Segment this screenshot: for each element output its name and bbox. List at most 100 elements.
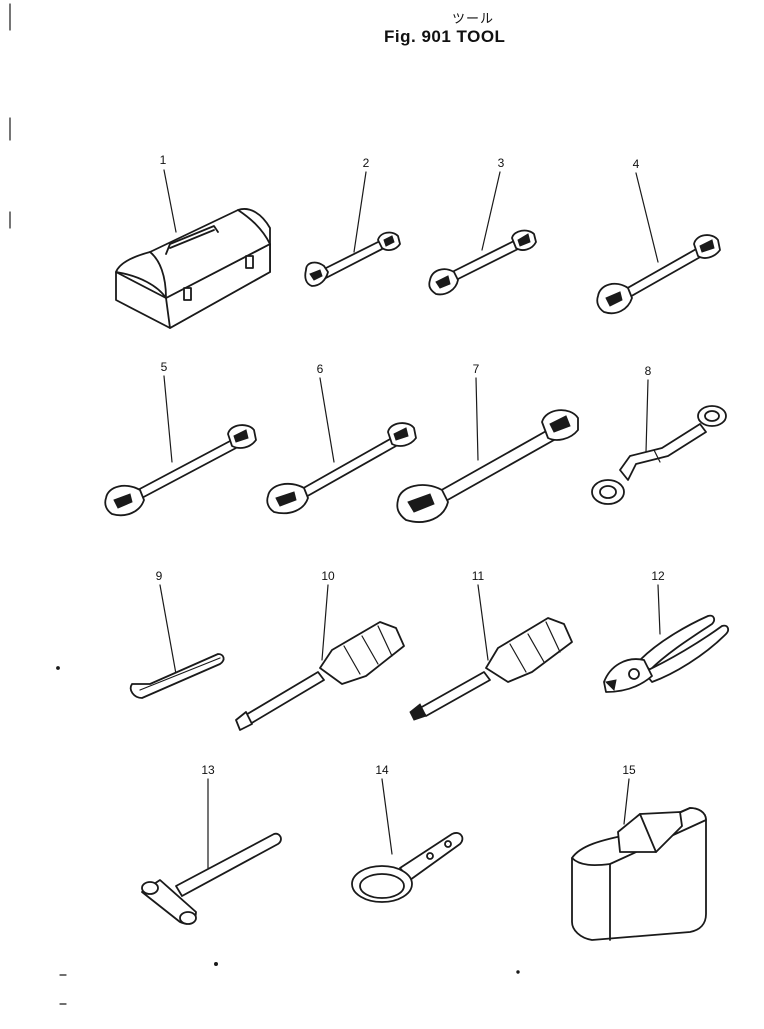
plier-handle-icon xyxy=(639,614,715,671)
part-9-hex-key[interactable]: 9 xyxy=(129,569,225,699)
part-1-tool-box[interactable]: 1 xyxy=(115,153,271,329)
spanner-shaft xyxy=(133,439,237,501)
part-14-filter-wrench[interactable]: 14 xyxy=(351,763,464,903)
part-6-spanner[interactable]: 6 xyxy=(266,362,417,515)
spanner-shaft xyxy=(437,429,555,503)
jaw-opening xyxy=(407,493,435,513)
arm-hole xyxy=(426,852,434,860)
scan-speck xyxy=(214,962,218,966)
callout-13: 13 xyxy=(201,763,215,777)
callout-14: 14 xyxy=(375,763,389,777)
ring-end-icon xyxy=(697,405,727,427)
ring-wrench-shaft xyxy=(619,423,707,481)
toolbox-handle-icon xyxy=(165,225,219,255)
handle-groove xyxy=(361,635,379,665)
leader-line-9 xyxy=(159,584,177,675)
filter-wrench-ring-inner xyxy=(359,873,405,899)
plier-jaw-icon xyxy=(603,658,653,693)
toolbox-lid-edge xyxy=(237,209,271,245)
callout-12: 12 xyxy=(651,569,665,583)
callout-6: 6 xyxy=(317,362,324,376)
callout-15: 15 xyxy=(622,763,636,777)
ring-wrench-joint xyxy=(653,449,661,463)
leader-line-8 xyxy=(645,379,649,453)
jaw-opening xyxy=(393,427,409,441)
leader-line-4 xyxy=(635,172,659,263)
leader-line-1 xyxy=(163,169,177,233)
part-11-screwdriver-phillips[interactable]: 11 xyxy=(409,569,573,721)
callout-8: 8 xyxy=(645,364,652,378)
figure-title-japanese: ツール xyxy=(452,12,495,27)
hex-key-icon xyxy=(129,653,225,699)
latch-icon xyxy=(245,255,254,269)
leader-line-2 xyxy=(353,171,367,253)
jaw-opening xyxy=(233,429,249,443)
part-7-spanner[interactable]: 7 xyxy=(396,362,579,523)
screwdriver-shaft xyxy=(419,671,491,717)
jaw-opening xyxy=(309,269,323,281)
jaw-opening xyxy=(699,239,715,253)
jaw-opening xyxy=(383,235,395,247)
part-5-spanner[interactable]: 5 xyxy=(104,360,257,517)
callout-7: 7 xyxy=(473,362,480,376)
phillips-tip-icon xyxy=(409,703,427,721)
jaw-opening xyxy=(435,275,451,289)
part-15-container[interactable]: 15 xyxy=(571,763,707,941)
callout-9: 9 xyxy=(156,569,163,583)
part-2-spanner[interactable]: 2 xyxy=(304,156,401,287)
hammer-face xyxy=(141,881,159,895)
toolbox-lid xyxy=(115,208,271,299)
latch-icon xyxy=(183,287,192,301)
callout-3: 3 xyxy=(498,156,505,170)
scan-speck xyxy=(56,666,60,670)
flat-tip-icon xyxy=(235,711,253,731)
leader-line-3 xyxy=(481,171,501,251)
handle-groove xyxy=(343,645,361,675)
ring-end-icon xyxy=(591,479,625,505)
filter-wrench-ring-icon xyxy=(351,865,413,903)
part-12-pliers[interactable]: 12 xyxy=(603,569,729,693)
figure-title: Fig. 901 TOOL xyxy=(384,27,506,46)
leader-line-7 xyxy=(475,377,479,461)
hammer-peen xyxy=(179,911,197,925)
jaw-opening xyxy=(517,233,531,247)
jaw-opening xyxy=(275,491,297,507)
scan-speck xyxy=(516,970,520,974)
screwdriver-handle-icon xyxy=(319,621,405,685)
screwdriver-handle-icon xyxy=(485,617,573,683)
handle-groove xyxy=(509,643,527,673)
hex-key-edge xyxy=(139,657,221,691)
callout-5: 5 xyxy=(161,360,168,374)
spanner-shaft xyxy=(447,239,521,283)
leader-line-11 xyxy=(477,584,489,661)
leader-line-5 xyxy=(163,375,173,463)
callout-2: 2 xyxy=(363,156,370,170)
leader-line-14 xyxy=(381,778,393,855)
part-13-hammer[interactable]: 13 xyxy=(141,763,282,925)
callout-10: 10 xyxy=(321,569,335,583)
part-3-spanner[interactable]: 3 xyxy=(428,156,537,296)
part-8-ring-wrench[interactable]: 8 xyxy=(591,364,727,505)
part-10-screwdriver-flat[interactable]: 10 xyxy=(235,569,405,731)
handle-groove xyxy=(377,625,393,657)
screwdriver-shaft xyxy=(243,671,325,725)
leader-line-10 xyxy=(321,584,329,661)
callout-1: 1 xyxy=(160,153,167,167)
leader-line-6 xyxy=(319,377,335,463)
part-4-spanner[interactable]: 4 xyxy=(596,157,721,315)
jaw-opening xyxy=(605,291,623,307)
handle-groove xyxy=(545,621,561,653)
jaw-opening xyxy=(113,493,133,509)
spanner-shaft xyxy=(299,437,397,499)
leader-line-12 xyxy=(657,584,661,635)
leader-line-15 xyxy=(623,778,630,825)
arm-hole xyxy=(444,840,452,848)
handle-groove xyxy=(527,633,545,663)
hammer-handle-icon xyxy=(175,832,282,897)
ring-hole xyxy=(599,485,617,499)
callout-4: 4 xyxy=(633,157,640,171)
jaw-opening xyxy=(549,415,571,433)
plier-jaw-tip xyxy=(604,679,617,692)
